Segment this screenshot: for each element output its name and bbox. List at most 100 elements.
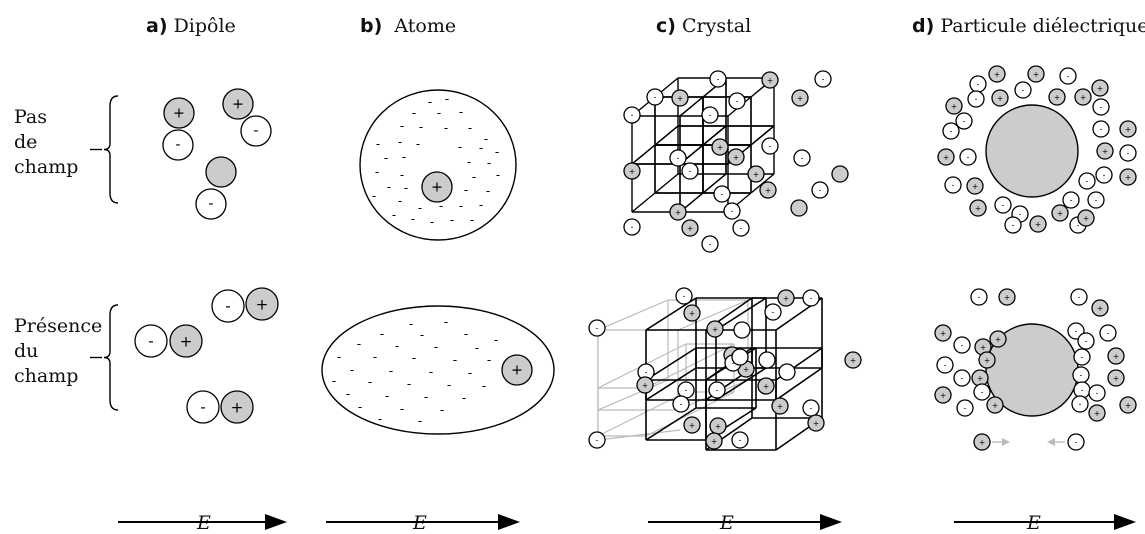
panel-title-text: Dipôle: [173, 15, 236, 37]
positive-ion: [1048, 88, 1066, 106]
electron: -: [470, 213, 474, 227]
charge-plus: +: [1057, 209, 1063, 218]
positive-ion: [1091, 299, 1109, 317]
charge-minus: -: [1096, 389, 1099, 398]
negative-ion: [195, 188, 227, 220]
charge-minus: -: [961, 341, 964, 350]
charge-minus: -: [1012, 221, 1015, 230]
positive-ion: [791, 89, 809, 107]
electron: -: [404, 181, 408, 195]
positive-ion: [998, 288, 1016, 306]
lattice-edge: [597, 379, 669, 411]
charge-minus: -: [736, 97, 739, 106]
charge-minus: -: [1002, 201, 1005, 210]
electron: -: [482, 379, 486, 393]
electron: -: [358, 400, 362, 414]
electron: -: [398, 194, 402, 208]
charge-plus: +: [743, 365, 749, 374]
electron: -: [395, 339, 399, 353]
charge-plus: +: [689, 421, 695, 430]
lattice-edge: [645, 347, 697, 381]
negative-ion: [967, 90, 985, 108]
negative-ion: [1067, 433, 1085, 451]
charge-minus: -: [709, 240, 712, 249]
lattice-edge: [750, 125, 775, 146]
negative-ion: [942, 122, 960, 140]
negative-ion: [955, 112, 973, 130]
charge-minus: -: [981, 388, 984, 397]
electron: -: [402, 150, 406, 164]
positive-ion: [757, 377, 775, 395]
positive-ion: [1119, 396, 1137, 414]
charge-plus: +: [995, 335, 1001, 344]
charge-minus: -: [1078, 293, 1081, 302]
charge-minus: -: [822, 75, 825, 84]
lattice-edge: [715, 367, 767, 401]
electron: -: [357, 337, 361, 351]
electron: -: [419, 120, 423, 134]
electron: -: [468, 366, 472, 380]
electron: -: [412, 351, 416, 365]
charge-minus: -: [596, 436, 599, 445]
charge-plus: +: [717, 143, 723, 152]
electron: -: [496, 168, 500, 182]
positive-ion: [220, 390, 254, 424]
electron: -: [400, 402, 404, 416]
positive-ion: [986, 396, 1004, 414]
charge-minus: -: [967, 153, 970, 162]
lattice-edge: [702, 125, 727, 146]
lattice-edge: [654, 125, 679, 146]
negative-ion: [1062, 191, 1080, 209]
negative-ion: [761, 137, 779, 155]
negative-ion: [1077, 332, 1095, 350]
negative-ion: [944, 176, 962, 194]
charge-minus: -: [961, 374, 964, 383]
brace-no-field: [103, 95, 119, 204]
negative-ion: [623, 218, 641, 236]
charge-plus: +: [629, 167, 635, 176]
charge-minus: -: [1085, 337, 1088, 346]
charge-minus: -: [1081, 353, 1084, 362]
positive-ion: [727, 148, 745, 166]
charge-plus: +: [1102, 147, 1108, 156]
electron-cloud-polarized: [321, 305, 555, 435]
electron: -: [472, 170, 476, 184]
charge-minus: -: [208, 196, 213, 212]
electron: -: [445, 92, 449, 106]
positive-ion: [777, 289, 795, 307]
neutral-ion: [831, 165, 849, 183]
negative-ion: [728, 92, 746, 110]
positive-ion: [421, 171, 453, 203]
charge-plus: +: [975, 204, 981, 213]
electron: -: [392, 208, 396, 222]
charge-minus: -: [801, 154, 804, 163]
charge-minus: -: [1075, 327, 1078, 336]
negative-ion: [1073, 348, 1091, 366]
charge-minus: -: [1107, 329, 1110, 338]
charge-minus: -: [739, 436, 742, 445]
charge-minus: -: [1095, 196, 1098, 205]
negative-ion: [588, 319, 606, 337]
charge-plus: +: [689, 309, 695, 318]
row-label-line: Pas: [14, 106, 48, 128]
lattice-edge: [597, 429, 681, 441]
charge-plus: +: [1113, 352, 1119, 361]
positive-ion: [1119, 168, 1137, 186]
charge-plus: +: [1083, 214, 1089, 223]
positive-ion: [747, 165, 765, 183]
charge-minus: -: [1127, 149, 1130, 158]
negative-ion: [793, 149, 811, 167]
charge-minus: -: [1081, 386, 1084, 395]
electron: -: [468, 121, 472, 135]
negative-ion: [802, 289, 820, 307]
lattice-edge: [775, 367, 823, 401]
electron: -: [420, 328, 424, 342]
charge-minus: -: [1067, 72, 1070, 81]
electron: -: [444, 121, 448, 135]
positive-ion: [969, 199, 987, 217]
panel-title-dipole: a) Dipôle: [146, 15, 236, 37]
panel-title-crystal: c) Crystal: [656, 15, 751, 37]
charge-minus: -: [1070, 196, 1073, 205]
electron: -: [400, 168, 404, 182]
negative-ion: [701, 235, 719, 253]
